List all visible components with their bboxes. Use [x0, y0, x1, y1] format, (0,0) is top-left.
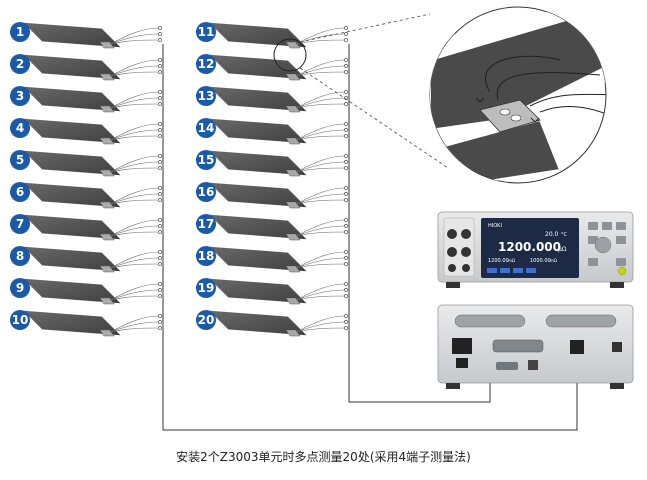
lcd-main-value: 1200.000: [498, 240, 561, 254]
sample-number-label: 11: [198, 25, 215, 39]
sample-number-label: 13: [198, 89, 215, 103]
sample-number-label: 2: [16, 57, 24, 71]
sample-number-badge: [10, 86, 30, 106]
sample-plate-11: 11: [196, 21, 348, 49]
zoom-highlight-circle: [273, 38, 307, 72]
sample-plate-2: 2: [10, 53, 162, 81]
sample-plate-16: 16: [196, 181, 348, 209]
sample-number-label: 5: [16, 153, 24, 167]
lcd-top-value: 20.0: [545, 231, 559, 238]
sample-number-badge: [10, 278, 30, 298]
sample-number-label: 17: [198, 217, 215, 231]
sample-plate-7: 7: [10, 213, 162, 241]
sample-number-badge: [196, 118, 216, 138]
sample-plate-4: 4: [10, 117, 162, 145]
sample-plate-18: 18: [196, 245, 348, 273]
sample-number-badge: [10, 150, 30, 170]
brand-logo: HIOKI: [488, 223, 502, 229]
sample-plate-9: 9: [10, 277, 162, 305]
cable-left-bus-to-instrument: [162, 50, 578, 431]
sample-plate-14: 14: [196, 117, 348, 145]
sample-number-label: 15: [198, 153, 215, 167]
sample-number-badge: [196, 86, 216, 106]
sample-number-label: 10: [12, 313, 29, 327]
sample-plate-19: 19: [196, 277, 348, 305]
sample-plate-3: 3: [10, 85, 162, 113]
instrument-front-panel: HIOKI 20.0 °C 1200.000 μΩ 1200.00 mΩ 100…: [437, 211, 634, 288]
diagram-caption: 安装2个Z3003单元时多点测量20处(采用4端子测量法): [176, 450, 471, 464]
sample-number-label: 18: [198, 249, 215, 263]
lcd-sub-left-unit: mΩ: [508, 258, 515, 263]
instrument-rear-panel: [437, 304, 634, 389]
lcd-top-unit: °C: [561, 232, 568, 238]
sample-number-label: 6: [16, 185, 24, 199]
lcd-main-unit: μΩ: [558, 246, 567, 253]
sample-number-badge: [196, 182, 216, 202]
sample-plate-12: 12: [196, 53, 348, 81]
lcd-sub-right: 1000.00: [530, 258, 551, 264]
sample-number-label: 20: [198, 313, 215, 327]
left-sample-column: 1 2 3 4 5 6 7 8 9 10: [10, 21, 162, 337]
sample-plate-17: 17: [196, 213, 348, 241]
sample-plate-8: 8: [10, 245, 162, 273]
sample-number-label: 9: [16, 281, 24, 295]
sample-number-badge: [196, 246, 216, 266]
sample-number-label: 7: [16, 217, 24, 231]
sample-plate-6: 6: [10, 181, 162, 209]
sample-plate-13: 13: [196, 85, 348, 113]
sample-number-badge: [10, 214, 30, 234]
sample-plate-1: 1: [10, 21, 162, 49]
sample-number-badge: [10, 22, 30, 42]
zoom-guide-top: [299, 13, 431, 43]
sample-number-label: 12: [198, 57, 215, 71]
zoom-tab: [479, 99, 541, 133]
sample-number-badge: [10, 54, 30, 74]
sample-plate-5: 5: [10, 149, 162, 177]
zoom-inset: [429, 6, 607, 184]
sample-number-badge: [10, 310, 30, 330]
sample-number-label: 19: [198, 281, 215, 295]
lcd-display: [481, 218, 579, 278]
sample-number-label: 4: [16, 121, 24, 135]
right-sample-column: 11 12 13 14 15 16 17 18 19 20: [196, 21, 348, 337]
sample-plate-10: 10: [10, 309, 162, 337]
sample-number-label: 1: [16, 25, 24, 39]
lcd-sub-right-unit: mΩ: [550, 258, 557, 263]
sample-number-badge: [196, 278, 216, 298]
sample-number-badge: [10, 246, 30, 266]
sample-number-badge: [196, 22, 216, 42]
sample-plate-20: 20: [196, 309, 348, 337]
sample-number-label: 8: [16, 249, 24, 263]
sample-plate-15: 15: [196, 149, 348, 177]
sample-number-label: 3: [16, 89, 24, 103]
sample-number-badge: [10, 182, 30, 202]
lcd-sub-left: 1200.00: [488, 258, 509, 264]
sample-number-badge: [196, 310, 216, 330]
zoom-guide-bottom: [299, 67, 449, 169]
sample-number-label: 14: [198, 121, 215, 135]
sample-number-badge: [10, 118, 30, 138]
sample-number-badge: [196, 214, 216, 234]
sample-number-badge: [196, 150, 216, 170]
sample-number-badge: [196, 54, 216, 74]
sample-number-label: 16: [198, 185, 215, 199]
